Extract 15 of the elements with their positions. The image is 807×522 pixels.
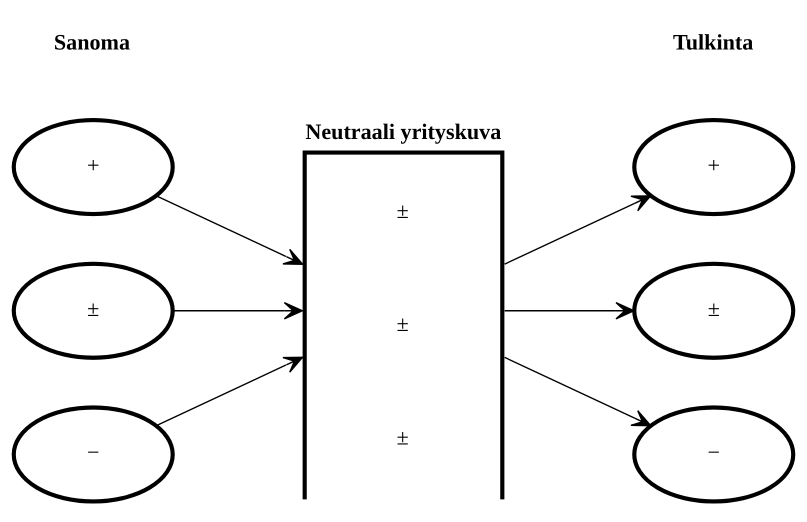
- arrow: [504, 302, 635, 320]
- label: Tulkinta: [672, 29, 754, 54]
- label: Sanoma: [54, 29, 130, 54]
- node-ellipse: ±: [632, 262, 796, 360]
- node-ellipse: +: [632, 118, 796, 216]
- node-ellipse: −: [632, 405, 796, 504]
- arrow: [156, 356, 304, 426]
- node-text: Neutraali yrityskuva ± ± ±: [305, 119, 502, 450]
- arrow: [504, 195, 652, 265]
- node-ellipse: +: [12, 118, 175, 216]
- arrow: [504, 356, 652, 426]
- arrow: [156, 195, 304, 265]
- node-ellipse: ±: [12, 262, 175, 360]
- arrow: [173, 302, 303, 320]
- node-ellipse: −: [12, 405, 175, 504]
